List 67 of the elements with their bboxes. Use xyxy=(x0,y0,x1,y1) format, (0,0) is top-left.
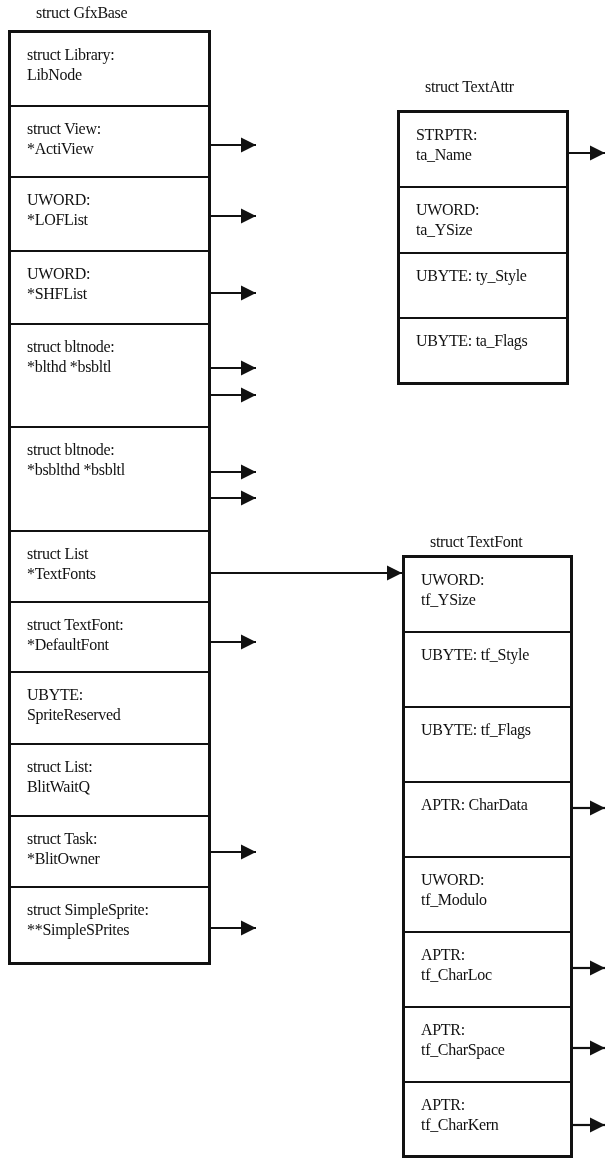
arrow xyxy=(573,1040,605,1056)
field-label: UBYTE: ta_Flags xyxy=(416,331,528,351)
struct-field xyxy=(8,817,211,888)
struct-field xyxy=(8,745,211,817)
field-label: struct SimpleSprite: **SimpleSPrites xyxy=(27,900,150,940)
field-label: struct bltnode: *bsblthd *bsbltl xyxy=(27,440,126,480)
field-label: UWORD: tf_YSize xyxy=(421,570,486,610)
field-label: UBYTE: tf_Flags xyxy=(421,720,532,740)
arrow xyxy=(211,464,256,480)
field-label: UWORD: *LOFList xyxy=(27,190,92,230)
arrow xyxy=(211,920,256,936)
arrow xyxy=(211,565,402,581)
struct-field xyxy=(397,254,569,319)
field-label: UWORD: *SHFList xyxy=(27,264,92,304)
struct-field xyxy=(402,1083,573,1158)
field-label: struct Task: *BlitOwner xyxy=(27,829,101,869)
arrow xyxy=(211,490,256,506)
field-label: APTR: tf_CharLoc xyxy=(421,945,493,985)
field-label: struct List *TextFonts xyxy=(27,544,97,584)
struct-field xyxy=(8,888,211,965)
struct-field xyxy=(8,107,211,178)
field-label: APTR: CharData xyxy=(421,795,529,815)
arrow xyxy=(573,800,605,816)
struct-field xyxy=(8,30,211,107)
struct-field xyxy=(8,178,211,252)
field-label: struct List: BlitWaitQ xyxy=(27,757,94,797)
struct-field xyxy=(8,428,211,532)
arrow xyxy=(211,137,256,153)
arrow xyxy=(569,145,605,161)
arrow xyxy=(211,844,256,860)
field-label: UBYTE: ty_Style xyxy=(416,266,528,286)
arrow xyxy=(573,960,605,976)
struct-field xyxy=(8,603,211,673)
arrow xyxy=(573,1117,605,1133)
struct-field xyxy=(402,858,573,933)
arrow xyxy=(211,360,256,376)
arrow xyxy=(211,208,256,224)
struct-field xyxy=(397,188,569,254)
struct-field xyxy=(402,555,573,633)
field-label: STRPTR: ta_Name xyxy=(416,125,479,165)
field-label: UWORD: tf_Modulo xyxy=(421,870,488,910)
struct-field xyxy=(402,633,573,708)
arrow xyxy=(211,387,256,403)
arrow xyxy=(211,634,256,650)
struct-name: struct GfxBase xyxy=(36,4,128,22)
struct-field xyxy=(8,252,211,325)
field-label: UWORD: ta_YSize xyxy=(416,200,481,240)
struct-field xyxy=(397,319,569,385)
arrow xyxy=(211,285,256,301)
struct-name: struct TextFont xyxy=(430,533,523,551)
field-label: struct bltnode: *blthd *bsbltl xyxy=(27,337,116,377)
struct-field xyxy=(402,933,573,1008)
field-label: struct TextFont: *DefaultFont xyxy=(27,615,125,655)
struct-field xyxy=(397,110,569,188)
field-label: APTR: tf_CharKern xyxy=(421,1095,500,1135)
field-label: struct Library: LibNode xyxy=(27,45,116,85)
struct-field xyxy=(8,532,211,603)
struct-field xyxy=(8,673,211,745)
field-label: UBYTE: tf_Style xyxy=(421,645,530,665)
struct-name: struct TextAttr xyxy=(425,78,514,96)
struct-field xyxy=(402,1008,573,1083)
struct-field xyxy=(402,783,573,858)
field-label: struct View: *ActiView xyxy=(27,119,102,159)
struct-field xyxy=(402,708,573,783)
field-label: APTR: tf_CharSpace xyxy=(421,1020,506,1060)
field-label: UBYTE: SpriteReserved xyxy=(27,685,122,725)
struct-field xyxy=(8,325,211,428)
